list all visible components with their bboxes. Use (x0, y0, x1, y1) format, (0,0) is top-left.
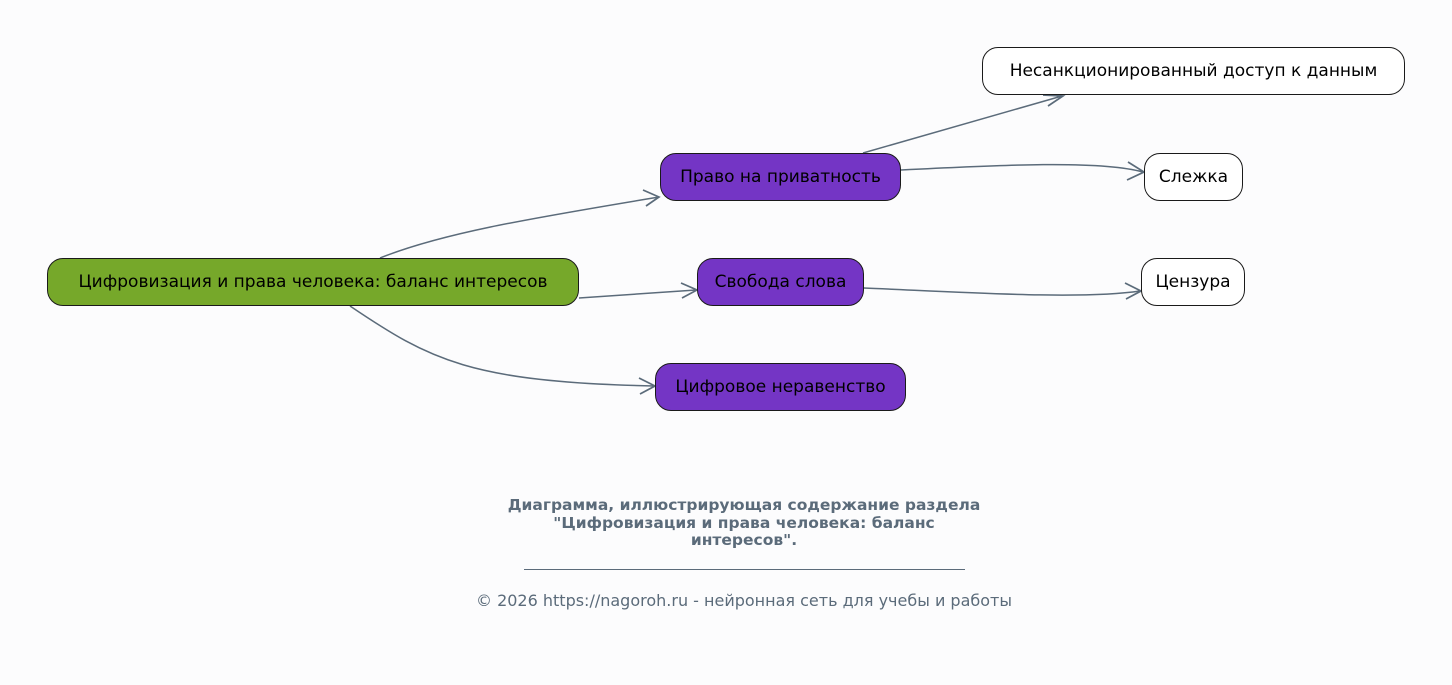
node-right-to-privacy[interactable]: Право на приватность (660, 153, 901, 201)
node-label: Слежка (1158, 167, 1229, 187)
node-label: Право на приватность (680, 167, 881, 187)
node-root-digitalization-human-rights[interactable]: Цифровизация и права человека: баланс ин… (47, 258, 579, 306)
edge-root-to-privacy (379, 196, 660, 259)
caption-divider (524, 569, 965, 570)
node-unauthorized-data-access[interactable]: Несанкционированный доступ к данным (982, 47, 1405, 95)
node-label: Цифровое неравенство (675, 377, 886, 397)
edge-root-to-inequality (349, 305, 655, 387)
caption-line: интересов". (690, 531, 798, 549)
node-label: Свобода слова (714, 272, 847, 292)
node-label: Несанкционированный доступ к данным (1009, 61, 1378, 81)
node-censorship[interactable]: Цензура (1141, 258, 1245, 306)
node-label: Цензура (1155, 272, 1231, 292)
node-surveillance[interactable]: Слежка (1144, 153, 1243, 201)
caption-line: "Цифровизация и права человека: баланс (553, 513, 935, 532)
arrowhead-privacy (642, 189, 661, 207)
arrowhead-unauthorized (1042, 94, 1066, 107)
edge-root-to-speech (578, 289, 697, 299)
arrowhead-surveillance (1126, 161, 1146, 181)
diagram-caption: Диаграмма, иллюстрирующая содержание раз… (444, 496, 1044, 550)
edge-privacy-to-surveillance (900, 163, 1144, 173)
edge-privacy-to-unauthorized (862, 95, 1063, 154)
node-freedom-of-speech[interactable]: Свобода слова (697, 258, 864, 306)
node-label: Цифровизация и права человека: баланс ин… (78, 272, 548, 292)
footer-copyright: © 2026 https://nagoroh.ru - нейронная се… (475, 591, 1012, 610)
edge-speech-to-censorship (863, 287, 1141, 296)
node-digital-inequality[interactable]: Цифровое неравенство (655, 363, 906, 411)
caption-line: Диаграмма, иллюстрирующая содержание раз… (507, 496, 981, 514)
